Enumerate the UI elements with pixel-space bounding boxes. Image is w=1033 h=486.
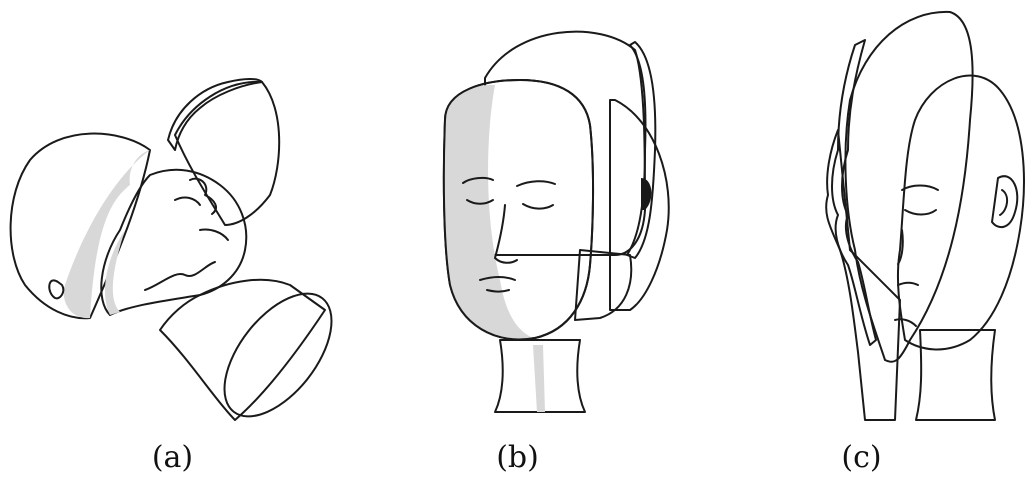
right-eyebrow (517, 181, 555, 186)
slice-rim (168, 79, 262, 150)
right-eye (523, 204, 553, 209)
ear (49, 280, 63, 298)
ear (641, 178, 651, 210)
panel-b: (b) (345, 0, 690, 486)
cut-surface (175, 82, 279, 225)
ear (992, 176, 1017, 227)
left-shade-profile (826, 130, 900, 420)
panel-a: (a) (0, 0, 345, 486)
caption-a: (a) (0, 440, 345, 476)
face (898, 76, 1024, 350)
neck-shade (533, 345, 545, 412)
caption-c: (c) (690, 440, 1033, 476)
nose (190, 179, 216, 214)
neck (916, 330, 995, 420)
mouth (898, 283, 918, 285)
oblique-head-illustration (690, 0, 1033, 440)
eye (905, 210, 936, 215)
chin-contour (145, 262, 215, 290)
slice-rim (832, 40, 876, 345)
front-head-illustration (345, 0, 690, 440)
ear-inner (1000, 190, 1007, 215)
eyebrow (902, 186, 938, 191)
mouth (200, 229, 228, 240)
face-shade (444, 85, 533, 339)
tilted-head-illustration (0, 0, 345, 440)
neck-cut (204, 275, 345, 435)
eye-lid (175, 198, 200, 205)
cut-surface (485, 32, 645, 255)
caption-b: (b) (345, 440, 690, 476)
panel-c: (c) (690, 0, 1033, 486)
face (101, 170, 246, 315)
slice-rim (627, 42, 655, 258)
back-slice (610, 100, 669, 310)
neck (160, 280, 325, 420)
